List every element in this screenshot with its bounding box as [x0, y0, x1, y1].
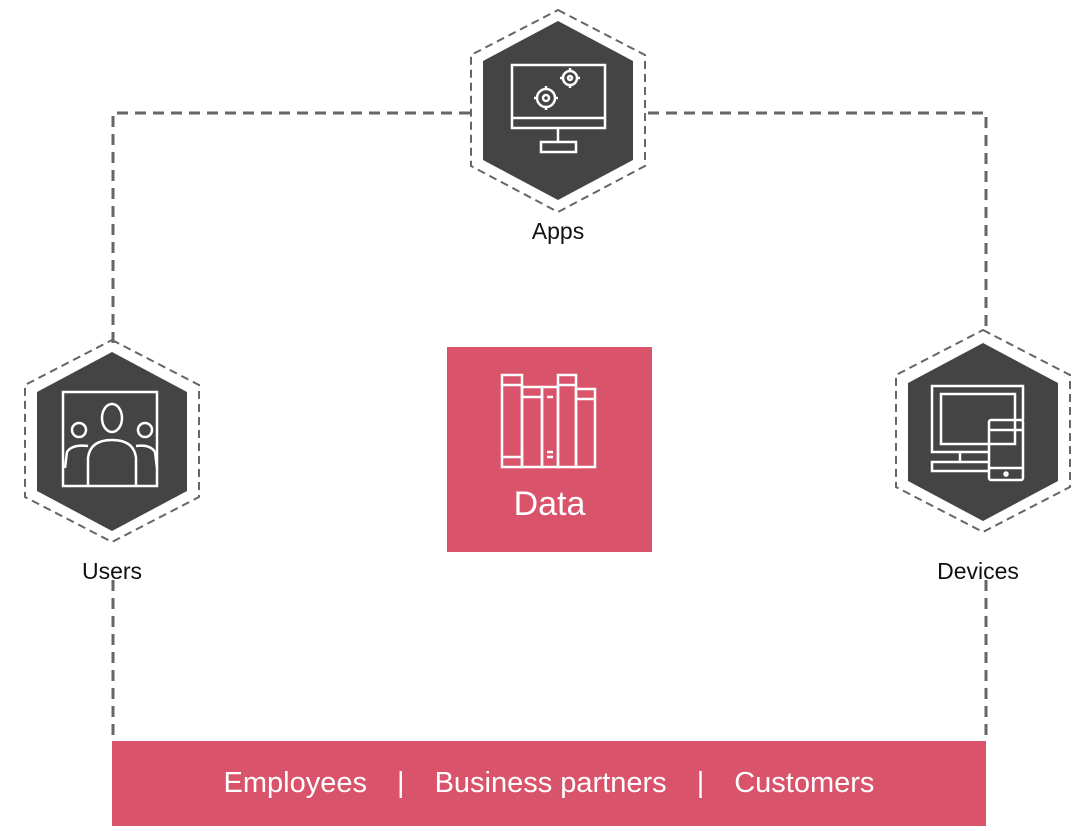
devices-label: Devices [937, 558, 1019, 584]
connector-lines [111, 111, 988, 741]
connector-apps-devices [648, 111, 988, 333]
audience-bar: Employees | Business partners | Customer… [112, 741, 986, 826]
computer-phone-icon [930, 384, 1025, 482]
connector-apps-users [111, 111, 470, 343]
audience-business-partners: Business partners [434, 767, 667, 799]
audience-employees: Employees [223, 767, 368, 799]
devices-hexagon-outline [895, 328, 1071, 534]
apps-hexagon [483, 21, 633, 200]
apps-node [470, 8, 646, 214]
users-group-icon [61, 390, 159, 488]
books-icon [500, 373, 597, 469]
audience-customers: Customers [734, 767, 875, 799]
audience-separator: | [696, 767, 705, 799]
apps-hexagon-outline [470, 8, 646, 214]
data-center-box: Data [447, 347, 652, 552]
data-label: Data [513, 485, 586, 523]
users-node [24, 338, 200, 544]
devices-hexagon [908, 343, 1058, 521]
monitor-gears-icon [510, 63, 607, 154]
devices-node [895, 328, 1071, 534]
apps-label: Apps [531, 218, 585, 244]
users-hexagon-outline [24, 338, 200, 544]
users-label: Users [81, 558, 143, 584]
audience-separator: | [397, 767, 405, 799]
users-hexagon [37, 352, 187, 531]
